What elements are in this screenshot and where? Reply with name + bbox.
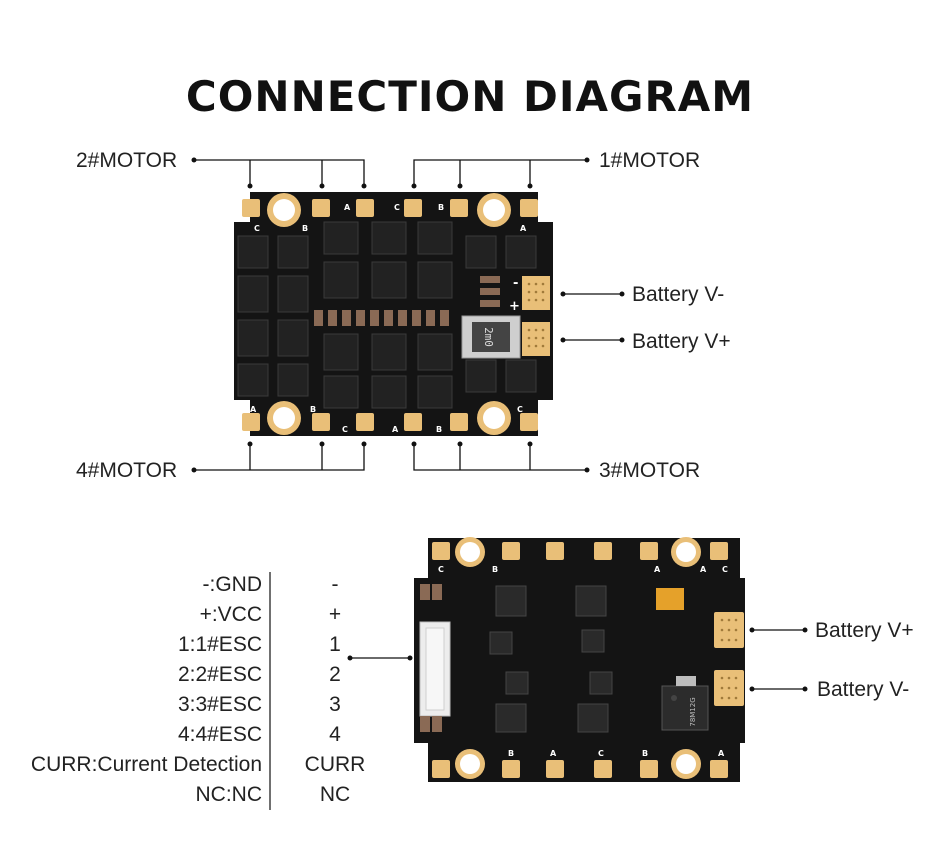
pad-letter: B bbox=[508, 749, 514, 758]
motor-pads-bottom bbox=[242, 413, 538, 431]
pad-letter: B bbox=[642, 749, 648, 758]
mounting-hole bbox=[267, 193, 511, 435]
pad-letter: C bbox=[722, 565, 728, 574]
pin-def-esc3: 3:3#ESC bbox=[177, 693, 262, 716]
pad-letter: B bbox=[302, 224, 308, 233]
pin-nc: NC bbox=[319, 783, 351, 806]
pad-letter: C bbox=[342, 425, 348, 434]
svg-text:78M12G: 78M12G bbox=[689, 697, 697, 726]
pin-curr: CURR bbox=[304, 753, 366, 776]
battery-pads: - + bbox=[509, 276, 550, 356]
top-esc-board: C B A C B A A B C A B C bbox=[234, 192, 553, 436]
shunt-resistor: 2m0 bbox=[461, 315, 521, 359]
pin-4: 4 bbox=[329, 723, 341, 746]
pin-def-esc1: 1:1#ESC bbox=[177, 633, 262, 656]
battery-pads bbox=[714, 612, 744, 706]
bottom-battery-minus-label: Battery V- bbox=[817, 678, 910, 701]
pad-letter: A bbox=[520, 224, 527, 233]
pin-2: 2 bbox=[329, 663, 341, 686]
pad-letter: A bbox=[718, 749, 725, 758]
pin-gnd: - bbox=[331, 573, 339, 596]
signal-connector bbox=[419, 621, 451, 717]
plus-sign: + bbox=[509, 299, 520, 314]
pin-def-vcc: +:VCC bbox=[199, 603, 262, 626]
pad-letter: C bbox=[598, 749, 604, 758]
voltage-regulator: 78M12G bbox=[661, 676, 709, 731]
driver-chips bbox=[489, 585, 613, 733]
pad-letter: C bbox=[438, 565, 444, 574]
pad-letter: A bbox=[550, 749, 557, 758]
pad-letter: A bbox=[392, 425, 399, 434]
leader-dots bbox=[347, 627, 808, 692]
pin-1: 1 bbox=[329, 633, 341, 656]
motor-pads-top bbox=[432, 542, 728, 560]
bottom-battery-plus-label: Battery V+ bbox=[815, 619, 914, 642]
minus-sign: - bbox=[513, 276, 518, 291]
resistor-row bbox=[314, 310, 449, 326]
pad-letter: B bbox=[438, 203, 444, 212]
pin-def-nc: NC:NC bbox=[195, 783, 263, 806]
pin-def-gnd: -:GND bbox=[202, 573, 263, 596]
pad-letter: C bbox=[517, 405, 523, 414]
leader-dots bbox=[191, 157, 625, 473]
mosfets bbox=[237, 221, 537, 409]
top-leader-lines bbox=[194, 159, 622, 471]
pad-letter: C bbox=[394, 203, 400, 212]
diagram-title: CONNECTION DIAGRAM bbox=[185, 72, 755, 121]
pad-letter: A bbox=[654, 565, 661, 574]
svg-text:2m0: 2m0 bbox=[482, 327, 495, 347]
pad-letter: B bbox=[310, 405, 316, 414]
pin-names: - + 1 2 3 4 CURR NC bbox=[300, 570, 370, 810]
pin-def-esc4: 4:4#ESC bbox=[177, 723, 262, 746]
pad-letter: B bbox=[492, 565, 498, 574]
pad-letter: A bbox=[250, 405, 257, 414]
motor-1-label: 1#MOTOR bbox=[599, 149, 701, 172]
pad-letter: B bbox=[436, 425, 442, 434]
pin-def-curr: CURR:Current Detection bbox=[30, 753, 262, 776]
pin-3: 3 bbox=[329, 693, 341, 716]
capacitors bbox=[480, 276, 500, 307]
capacitors bbox=[420, 584, 442, 732]
pad-letter: C bbox=[254, 224, 260, 233]
top-battery-plus-label: Battery V+ bbox=[632, 330, 731, 353]
motor-2-label: 2#MOTOR bbox=[76, 149, 178, 172]
pin-definitions: -:GND +:VCC 1:1#ESC 2:2#ESC 3:3#ESC 4:4#… bbox=[0, 570, 262, 810]
motor-3-label: 3#MOTOR bbox=[599, 459, 701, 482]
pin-vcc: + bbox=[328, 603, 342, 626]
tantalum-capacitor bbox=[656, 588, 684, 610]
motor-pads-bottom bbox=[432, 760, 728, 778]
motor-4-label: 4#MOTOR bbox=[76, 459, 178, 482]
motor-pads-top bbox=[242, 199, 538, 217]
pad-letter: A bbox=[700, 565, 707, 574]
pin-def-esc2: 2:2#ESC bbox=[177, 663, 262, 686]
top-battery-minus-label: Battery V- bbox=[632, 283, 725, 306]
bottom-leader-lines bbox=[350, 629, 805, 690]
mounting-hole bbox=[455, 537, 701, 779]
bottom-esc-board: C B A A C B A C B A bbox=[414, 537, 745, 782]
pad-letter: A bbox=[344, 203, 351, 212]
